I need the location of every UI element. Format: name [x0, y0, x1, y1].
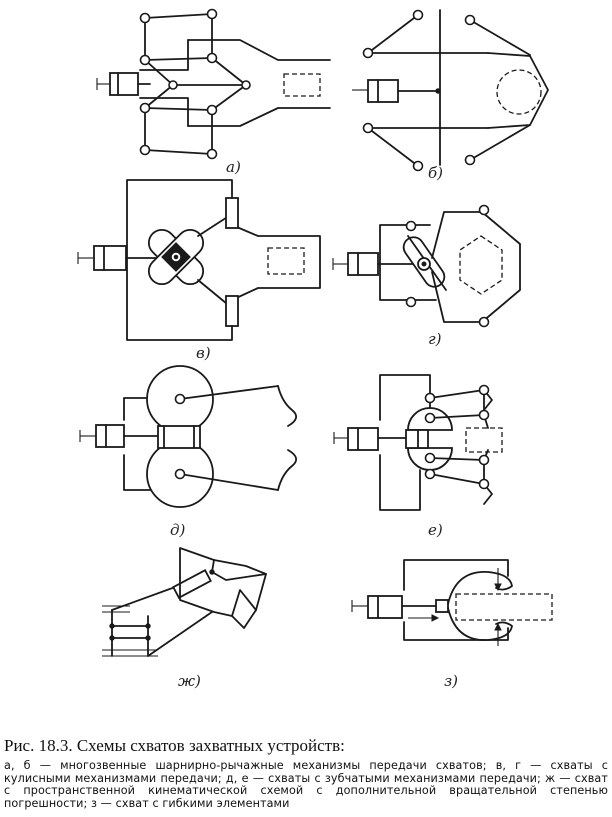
scheme-g: г): [332, 204, 521, 348]
label-g: г): [428, 330, 442, 348]
scheme-zh: ж): [102, 547, 267, 690]
label-d: д): [170, 521, 186, 539]
schemes-canvas: а) б): [77, 8, 553, 690]
caption-title: Рис. 18.3. Схемы схватов захватных устро…: [4, 736, 345, 755]
label-v: в): [196, 344, 211, 362]
scheme-a: а): [96, 8, 331, 176]
label-a: а): [226, 158, 241, 176]
scheme-z: з): [351, 559, 553, 690]
label-zh: ж): [178, 672, 201, 690]
scheme-b: б): [352, 9, 549, 182]
label-b: б): [428, 164, 443, 182]
label-e: е): [428, 521, 443, 539]
scheme-e: е): [333, 374, 503, 539]
figure-caption: Рис. 18.3. Схемы схватов захватных устро…: [4, 736, 608, 810]
label-z: з): [444, 672, 458, 690]
kinematic-schemes-figure: а) б): [77, 8, 553, 690]
scheme-d: д): [79, 365, 298, 539]
scheme-v: в): [77, 179, 321, 362]
caption-body: а, б — многозвенные шарнирно-рычажные ме…: [4, 759, 608, 810]
